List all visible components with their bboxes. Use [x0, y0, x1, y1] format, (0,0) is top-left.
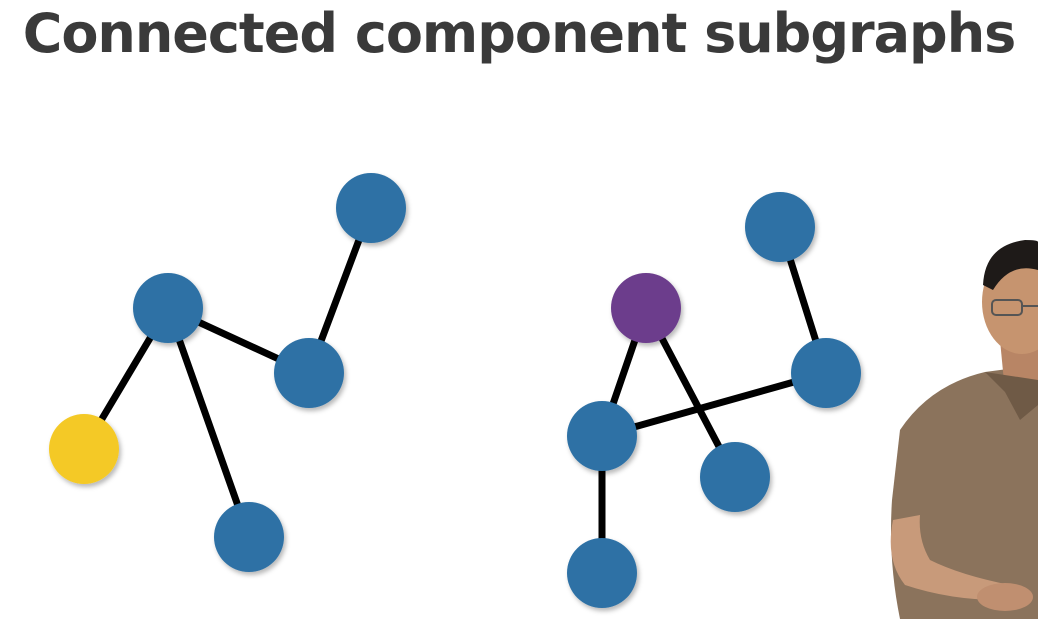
node-L1 — [336, 173, 406, 243]
node-L2 — [274, 338, 344, 408]
node-R6 — [567, 538, 637, 608]
slide-title: Connected component subgraphs — [22, 2, 1017, 65]
node-L3 — [133, 273, 203, 343]
node-L4 — [49, 414, 119, 484]
node-R3 — [611, 273, 681, 343]
node-R5 — [700, 442, 770, 512]
node-layer — [49, 173, 861, 608]
node-R4 — [567, 401, 637, 471]
edge-layer — [80, 204, 830, 577]
edge-L3-L5 — [164, 304, 253, 541]
edge-R2-R4 — [598, 369, 830, 440]
node-L5 — [214, 502, 284, 572]
node-R1 — [745, 192, 815, 262]
node-R2 — [791, 338, 861, 408]
